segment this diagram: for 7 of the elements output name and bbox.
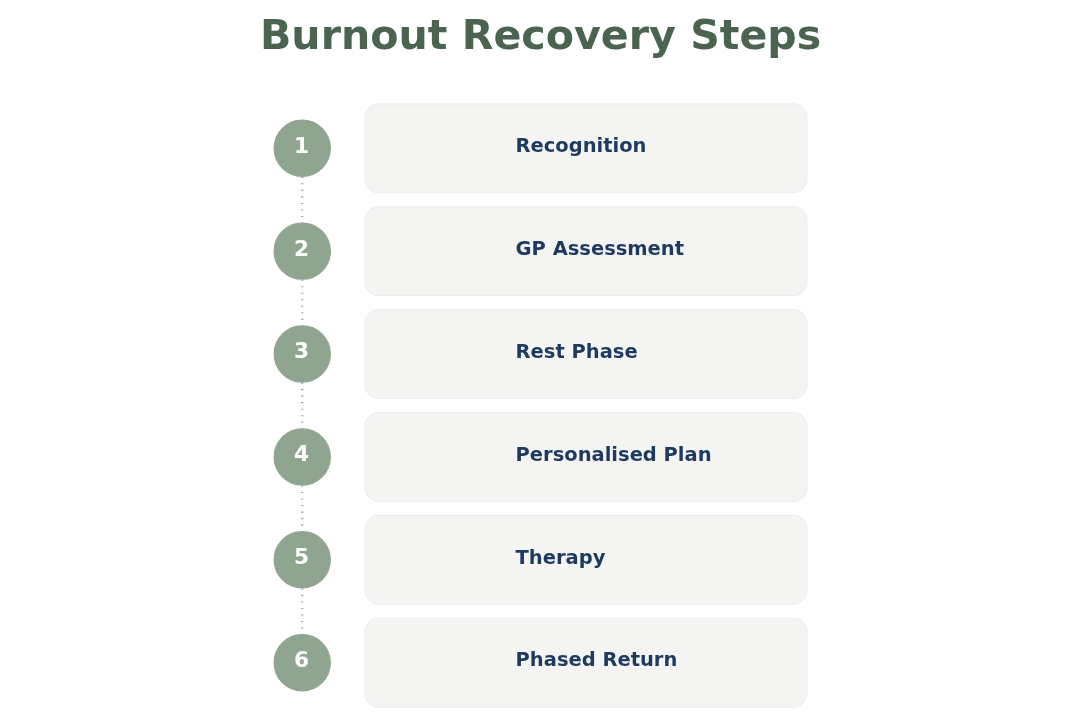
node-circle: 3: [273, 325, 331, 383]
node-circle: 2: [273, 222, 331, 280]
node-circle: 5: [273, 531, 331, 589]
node-circle: 1: [273, 119, 331, 177]
node-circle: 4: [273, 428, 331, 486]
diagram-title: Burnout Recovery Steps: [259, 11, 821, 60]
node-circle: 6: [273, 634, 331, 692]
